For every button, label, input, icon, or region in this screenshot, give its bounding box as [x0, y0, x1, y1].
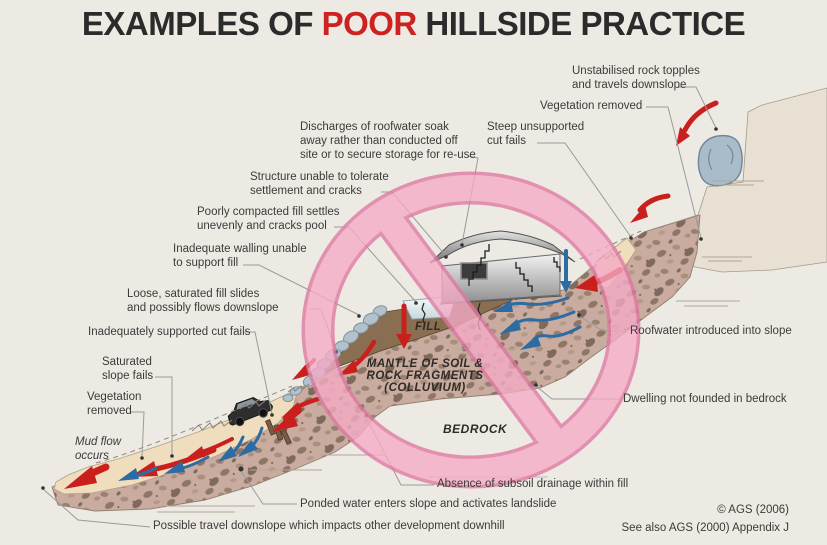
- label-structure-cracks: Structure unable to tolerate settlement …: [250, 171, 389, 198]
- no-symbol: [301, 171, 641, 489]
- warped-roof: [429, 230, 576, 264]
- wall-cracks: [468, 244, 561, 292]
- zone-label-mantle: MANTLE OF SOIL & ROCK FRAGMENTS (COLLUVI…: [366, 358, 484, 394]
- blue-water-arrows: [118, 249, 582, 481]
- label-saturated-slope: Saturated slope fails: [102, 356, 154, 383]
- label-vegetation-removed-top: Vegetation removed: [540, 100, 643, 112]
- unstable-boulder: [697, 134, 743, 187]
- title-suffix: HILLSIDE PRACTICE: [416, 5, 746, 42]
- scarp-zigzags: [191, 383, 310, 432]
- zone-label-bedrock: BEDROCK: [443, 422, 508, 436]
- label-roofwater-into-slope: Roofwater introduced into slope: [630, 325, 792, 337]
- label-possible-travel: Possible travel downslope which impacts …: [153, 520, 505, 532]
- title-highlight-word: POOR: [321, 5, 418, 42]
- label-unstabilised-rock: Unstabilised rock topples and travels do…: [572, 65, 700, 92]
- label-ponded-water: Ponded water enters slope and activates …: [300, 498, 557, 510]
- label-inadequately-supported: Inadequately supported cut fails: [88, 326, 251, 338]
- label-roofwater-discharge: Discharges of roofwater soak away rather…: [300, 121, 476, 162]
- label-inadequate-walling: Inadequate walling unable to support fil…: [173, 243, 307, 270]
- copyright-notice: © AGS (2006): [717, 504, 789, 516]
- zone-label-fill: FILL: [415, 321, 442, 333]
- page-title: EXAMPLES OF POOR HILLSIDE PRACTICE: [0, 5, 827, 43]
- see-also-reference: See also AGS (2000) Appendix J: [621, 522, 790, 534]
- label-poorly-compacted-fill: Poorly compacted fill settles unevenly a…: [197, 206, 340, 233]
- label-vegetation-removed-left: Vegetation removed: [87, 391, 142, 418]
- label-steep-cut-fails: Steep unsupported cut fails: [487, 121, 585, 148]
- label-absence-drainage: Absence of subsoil drainage within fill: [437, 478, 629, 490]
- leader-lines: [42, 86, 717, 528]
- title-prefix: EXAMPLES OF: [81, 5, 322, 42]
- label-loose-saturated-fill: Loose, saturated fill slides and possibl…: [127, 288, 279, 315]
- dwelling-house: [429, 230, 576, 305]
- mud-flow-lobe: [53, 388, 299, 495]
- label-dwelling-not-founded: Dwelling not founded in bedrock: [623, 393, 787, 405]
- house-window: [460, 262, 488, 280]
- label-mud-flow: Mud flow occurs: [75, 436, 122, 463]
- red-failure-arrows: [64, 100, 719, 489]
